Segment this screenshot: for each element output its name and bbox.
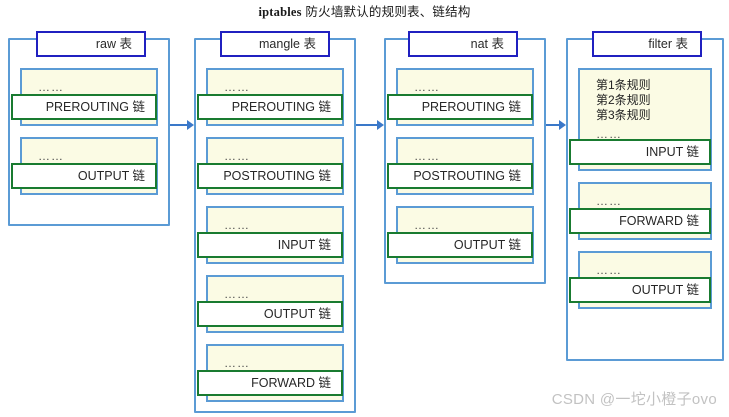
- chain-ellipsis: ……: [414, 218, 440, 232]
- table-header-raw[interactable]: raw 表: [36, 31, 146, 57]
- chain-label-filter-1[interactable]: FORWARD 链: [569, 208, 711, 234]
- table-header-nat[interactable]: nat 表: [408, 31, 518, 57]
- chain-ellipsis: ……: [224, 80, 250, 94]
- chain-label-nat-1[interactable]: POSTROUTING 链: [387, 163, 533, 189]
- chain-ellipsis: ……: [596, 127, 622, 141]
- table-header-mangle[interactable]: mangle 表: [220, 31, 330, 57]
- chain-label-mangle-1[interactable]: POSTROUTING 链: [197, 163, 343, 189]
- chain-ellipsis: ……: [224, 149, 250, 163]
- chain-ellipsis: ……: [414, 80, 440, 94]
- chain-label-filter-0[interactable]: INPUT 链: [569, 139, 711, 165]
- title-bold-text: iptables: [258, 5, 302, 19]
- chain-label-mangle-2[interactable]: INPUT 链: [197, 232, 343, 258]
- chain-label-mangle-3[interactable]: OUTPUT 链: [197, 301, 343, 327]
- rule-line: 第3条规则: [596, 108, 651, 122]
- chain-ellipsis: ……: [224, 218, 250, 232]
- watermark: CSDN @一坨小橙子ovo: [551, 391, 717, 408]
- chain-ellipsis: ……: [414, 149, 440, 163]
- arrow-shaft: [546, 124, 559, 126]
- chain-label-raw-1[interactable]: OUTPUT 链: [11, 163, 157, 189]
- arrow-shaft: [356, 124, 377, 126]
- chain-label-filter-2[interactable]: OUTPUT 链: [569, 277, 711, 303]
- title-rest-text: 防火墙默认的规则表、链结构: [301, 5, 471, 19]
- arrow-nat-to-filter: [546, 120, 566, 131]
- chain-label-nat-2[interactable]: OUTPUT 链: [387, 232, 533, 258]
- arrow-raw-to-mangle: [170, 120, 194, 131]
- chain-rules-list: 第1条规则第2条规则第3条规则: [596, 78, 651, 123]
- arrow-shaft: [170, 124, 187, 126]
- rule-line: 第1条规则: [596, 78, 651, 92]
- table-header-filter[interactable]: filter 表: [592, 31, 702, 57]
- chain-ellipsis: ……: [224, 356, 250, 370]
- arrow-head-icon: [187, 120, 194, 130]
- arrow-head-icon: [559, 120, 566, 130]
- arrow-head-icon: [377, 120, 384, 130]
- page-title: iptables 防火墙默认的规则表、链结构: [0, 1, 729, 20]
- chain-ellipsis: ……: [38, 80, 64, 94]
- arrow-mangle-to-nat: [356, 120, 384, 131]
- table-column-raw: [8, 38, 170, 226]
- chain-ellipsis: ……: [224, 287, 250, 301]
- chain-label-mangle-0[interactable]: PREROUTING 链: [197, 94, 343, 120]
- chain-ellipsis: ……: [38, 149, 64, 163]
- chain-ellipsis: ……: [596, 194, 622, 208]
- chain-label-raw-0[interactable]: PREROUTING 链: [11, 94, 157, 120]
- rule-line: 第2条规则: [596, 93, 651, 107]
- chain-label-mangle-4[interactable]: FORWARD 链: [197, 370, 343, 396]
- chain-ellipsis: ……: [596, 263, 622, 277]
- chain-label-nat-0[interactable]: PREROUTING 链: [387, 94, 533, 120]
